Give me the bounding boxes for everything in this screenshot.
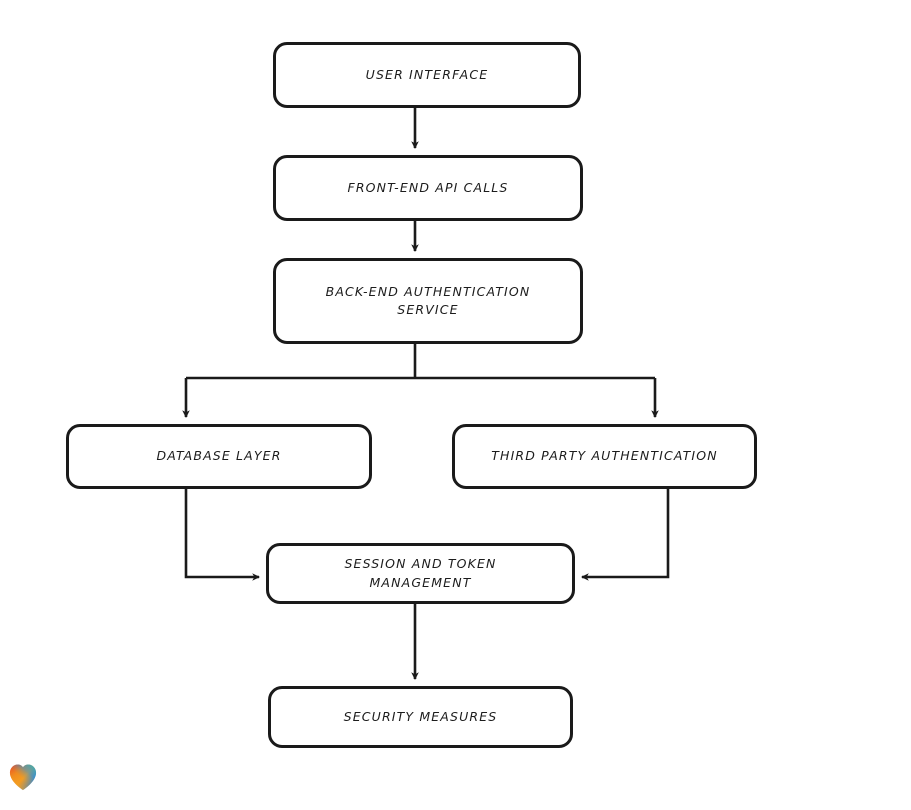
- node-backend-auth[interactable]: Back-End Authentication Service: [273, 258, 583, 344]
- edge-database-layer-to-session-token: [184, 489, 261, 581]
- node-frontend-api-label: Front-End API Calls: [347, 179, 509, 195]
- node-frontend-api[interactable]: Front-End API Calls: [273, 155, 583, 221]
- node-user-interface[interactable]: User Interface: [273, 42, 581, 108]
- node-third-party-auth[interactable]: Third Party Authentication: [452, 424, 757, 489]
- node-user-interface-label: User Interface: [365, 66, 489, 82]
- node-backend-auth-label: Back-End Authentication Service: [325, 283, 531, 317]
- node-session-token-label: Session and Token Management: [344, 556, 497, 590]
- edge-third-party-auth-to-session-token: [580, 489, 670, 581]
- node-database-layer-label: Database Layer: [156, 448, 282, 464]
- node-third-party-auth-label: Third Party Authentication: [491, 448, 718, 464]
- node-security[interactable]: Security Measures: [268, 686, 573, 748]
- node-database-layer[interactable]: Database Layer: [66, 424, 372, 489]
- node-session-token[interactable]: Session and Token Management: [266, 543, 575, 604]
- node-security-label: Security Measures: [343, 708, 498, 724]
- heart-icon: [9, 764, 37, 791]
